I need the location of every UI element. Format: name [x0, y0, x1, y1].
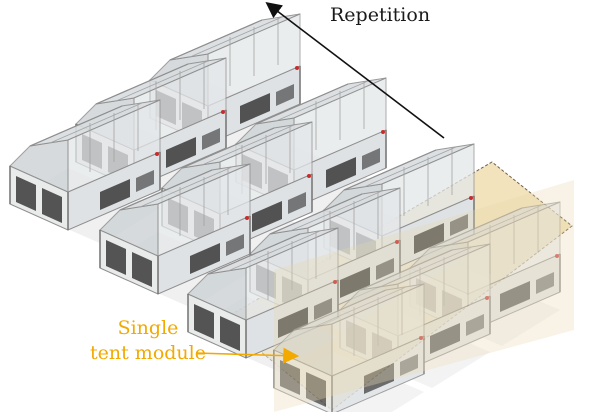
repetition-label: Repetition: [330, 4, 431, 26]
single-module-label-line1: Single: [117, 317, 179, 339]
single-tent-module: [273, 180, 574, 412]
repetition-arrow: [265, 2, 445, 139]
single-module-label: Single tent module: [78, 316, 218, 366]
single-module-pointer: [195, 347, 300, 364]
single-module-label-line2: tent module: [90, 342, 206, 364]
